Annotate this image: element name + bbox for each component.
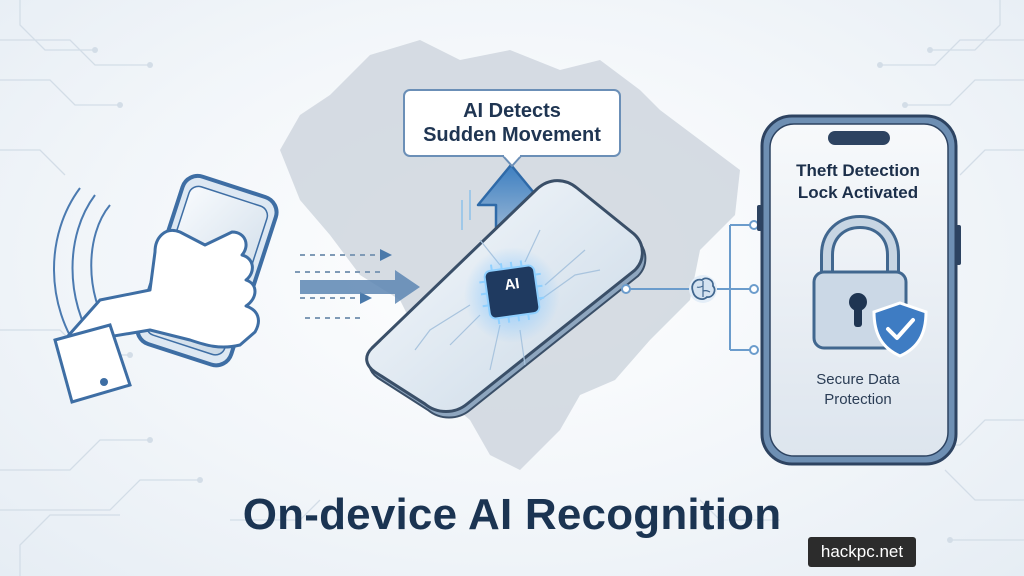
lock-screen-subtitle: Secure Data Protection [790, 370, 926, 410]
headline: On-device AI Recognition [242, 490, 782, 539]
brain-icon [689, 275, 717, 303]
secure-line-2: Protection [824, 391, 892, 408]
secure-line-1: Secure Data [816, 371, 900, 388]
shield-check-icon [872, 301, 928, 358]
lock-title-line-1: Theft Detection [796, 161, 920, 180]
watermark: hackpc.net [808, 537, 916, 567]
lock-screen-title: Theft Detection Lock Activated [776, 160, 940, 204]
motion-arrows-icon [295, 254, 385, 319]
connector-nodes [621, 220, 759, 355]
ai-detects-callout: AI Detects Sudden Movement [404, 90, 620, 156]
motion-main-arrow [300, 270, 420, 304]
hand-holding-phone-icon [53, 173, 279, 404]
motion-arrow-heads [360, 249, 392, 304]
callout-line-2: Sudden Movement [423, 124, 601, 146]
center-phone [365, 179, 647, 419]
lock-title-line-2: Lock Activated [797, 183, 919, 202]
callout-line-1: AI Detects [463, 100, 561, 122]
callout-box [403, 89, 621, 167]
